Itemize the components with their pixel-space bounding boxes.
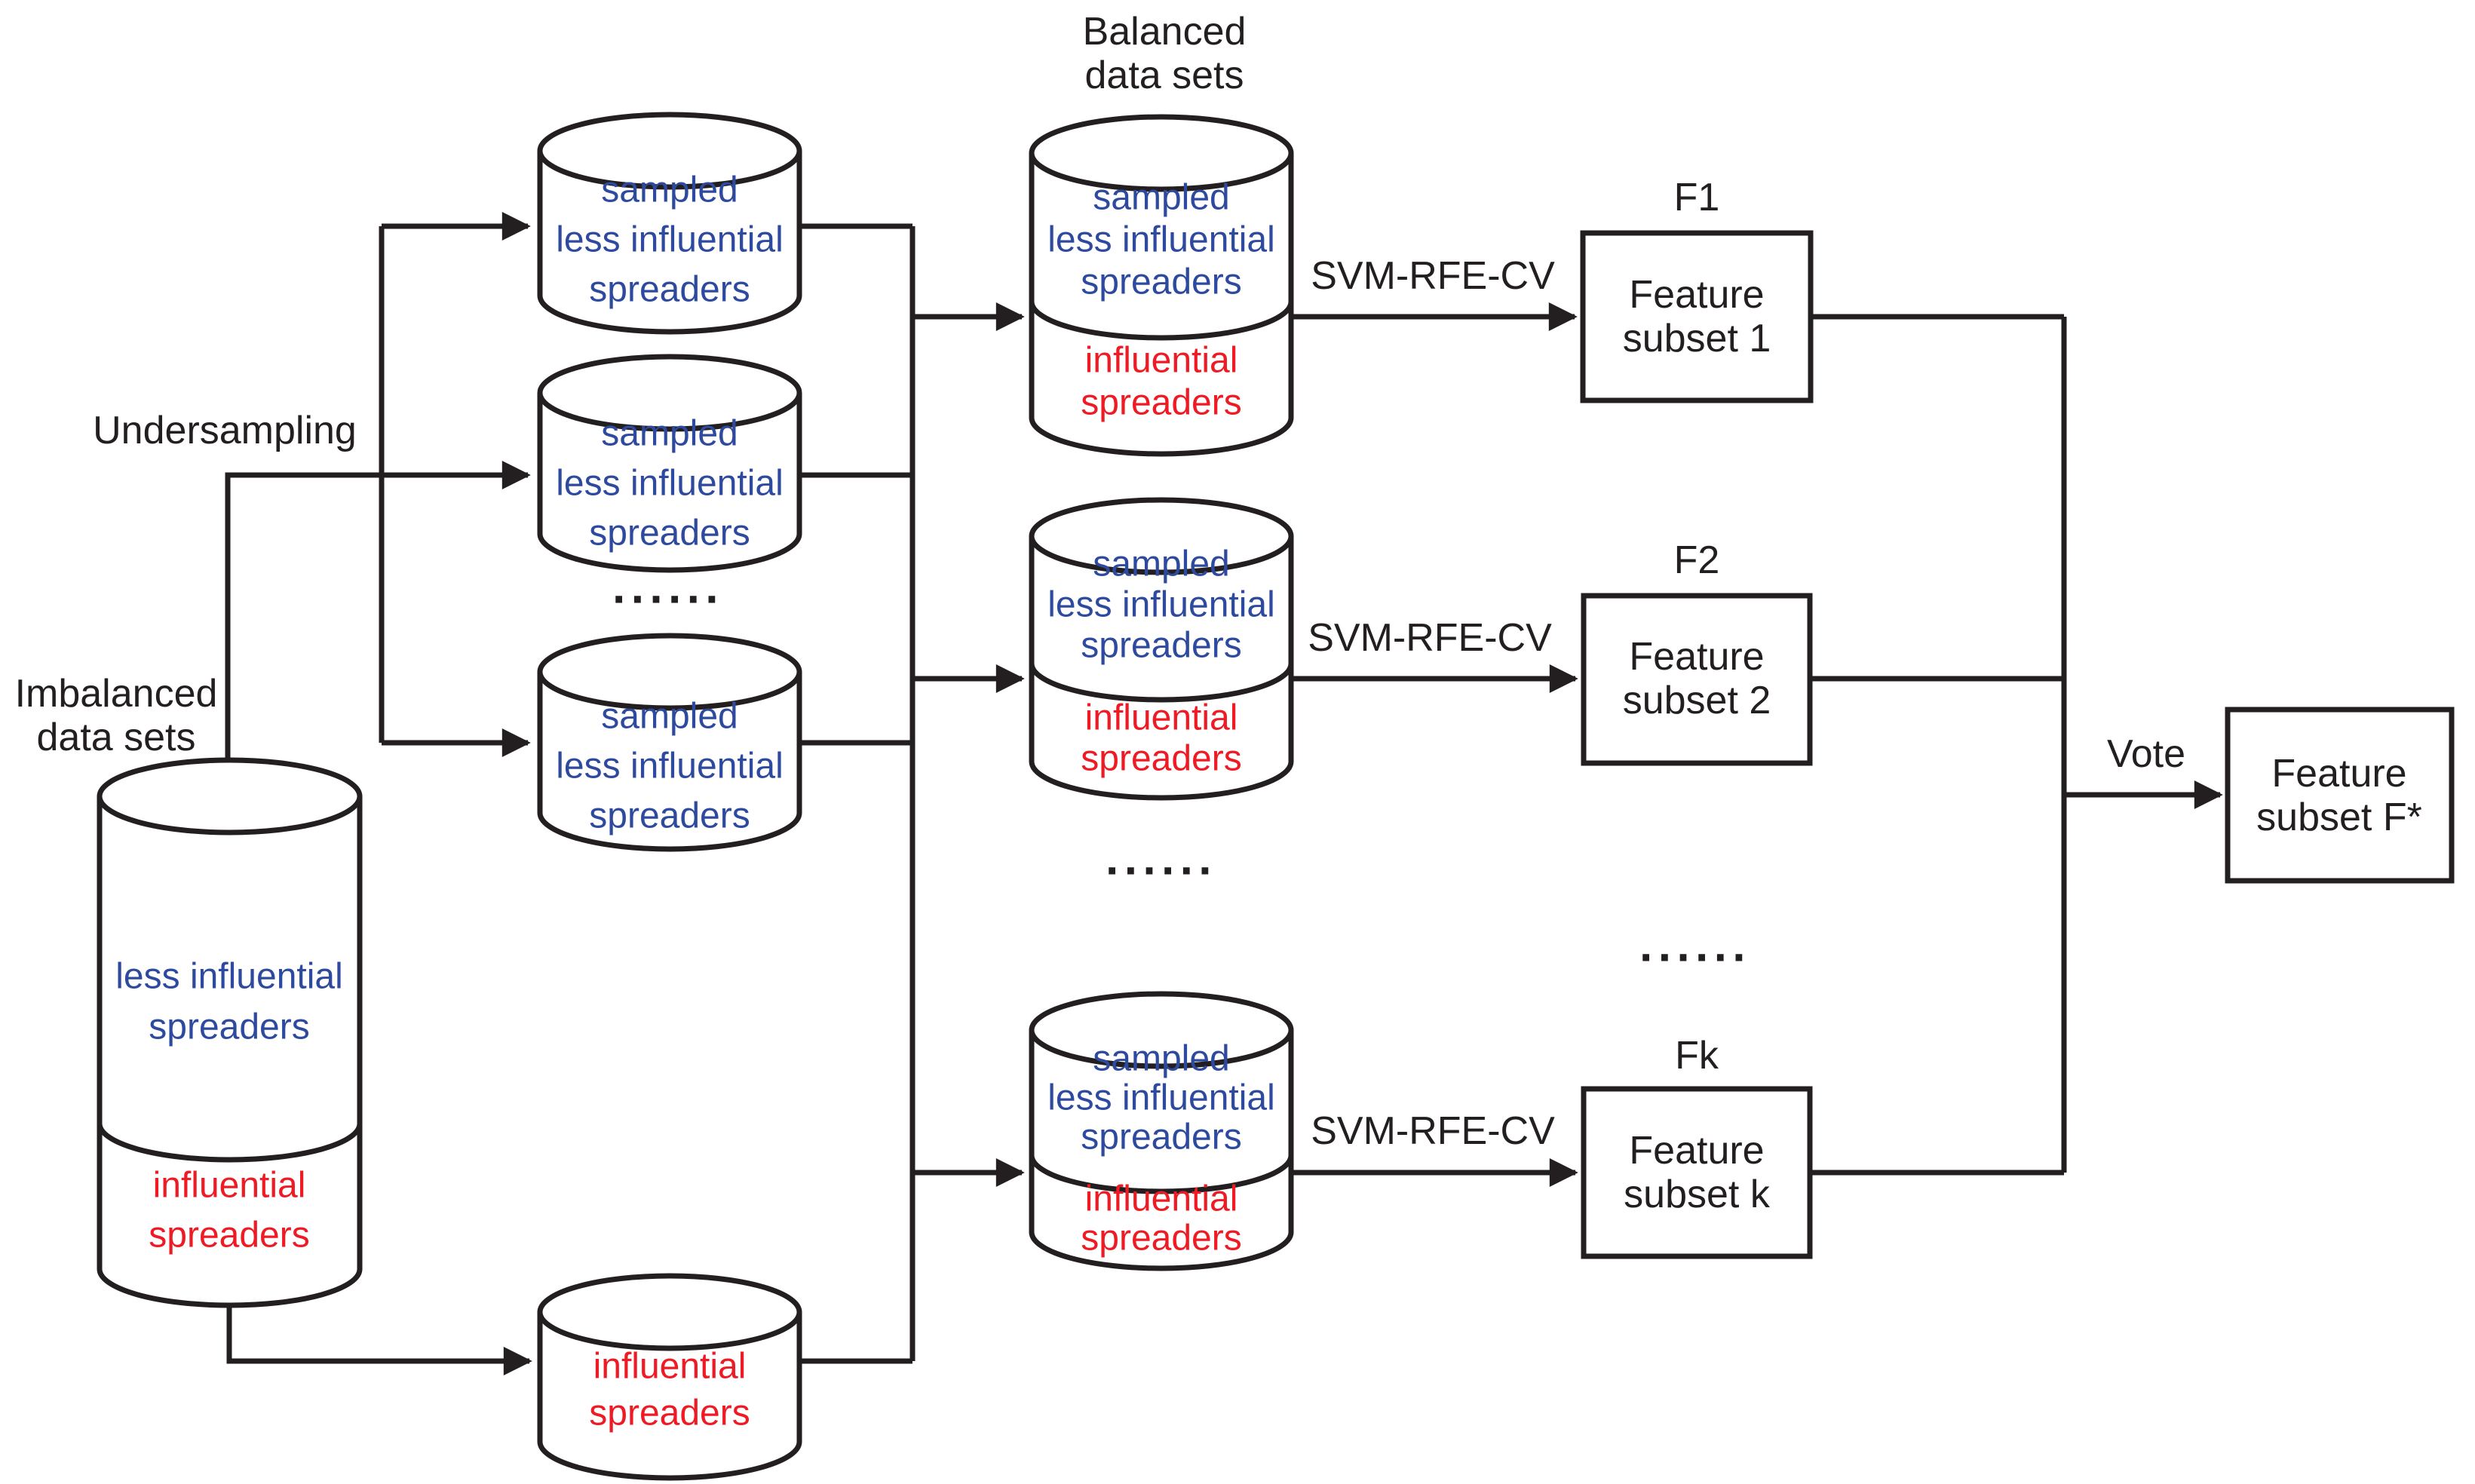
influential-line-2: spreaders bbox=[589, 1394, 750, 1433]
feature-subset-k-line-2: subset k bbox=[1624, 1173, 1771, 1216]
sampled-cylinder-3: sampled less influential spreaders bbox=[537, 633, 802, 852]
balanced-1-blue-line-1: sampled bbox=[1093, 178, 1229, 218]
ellipsis-feature-column: ······ bbox=[1639, 932, 1751, 984]
vote-label: Vote bbox=[2107, 732, 2185, 776]
svm-rfe-cv-label-3: SVM-RFE-CV bbox=[1311, 1109, 1555, 1153]
balanced-2-red-line-1: influential bbox=[1085, 698, 1238, 738]
feature-subset-k-tag: Fk bbox=[1675, 1034, 1719, 1078]
balanced-1-red-line-2: spreaders bbox=[1081, 383, 1241, 423]
sampled-3-line-3: spreaders bbox=[589, 796, 750, 836]
balanced-datasets-label-line-2: data sets bbox=[1084, 54, 1244, 97]
sampled-2-line-3: spreaders bbox=[589, 514, 750, 553]
connector-wires bbox=[225, 212, 2223, 1375]
balanced-cylinder-3: sampled less influential spreaders influ… bbox=[1029, 991, 1294, 1271]
balanced-cylinder-2: sampled less influential spreaders influ… bbox=[1029, 497, 1294, 801]
balanced-2-red-line-2: spreaders bbox=[1081, 739, 1241, 779]
balanced-3-divider-arc bbox=[1029, 1154, 1294, 1194]
imbalanced-datasets-label-line-2: data sets bbox=[36, 716, 195, 759]
balanced-3-blue-line-3: spreaders bbox=[1081, 1118, 1241, 1157]
sampled-3-line-2: less influential bbox=[556, 747, 784, 786]
undersampling-trunk-line bbox=[225, 461, 531, 760]
balanced-datasets-label-line-1: Balanced bbox=[1083, 10, 1247, 54]
imbalanced-red-line-1: influential bbox=[153, 1166, 306, 1206]
balanced-3-red-line-2: spreaders bbox=[1081, 1219, 1241, 1259]
feature-subset-final-box: Feature subset F* bbox=[2225, 707, 2455, 884]
balanced-2-blue-line-1: sampled bbox=[1093, 544, 1229, 584]
feature-subset-2-line-1: Feature bbox=[1629, 635, 1764, 679]
balanced-cylinder-1: sampled less influential spreaders influ… bbox=[1029, 114, 1294, 457]
svm-rfe-cv-label-1: SVM-RFE-CV bbox=[1311, 254, 1555, 298]
balanced-3-blue-line-1: sampled bbox=[1093, 1039, 1229, 1079]
feature-subset-1-tag: F1 bbox=[1674, 176, 1720, 219]
balanced-1-blue-line-2: less influential bbox=[1047, 220, 1275, 260]
balanced-3-red-line-1: influential bbox=[1085, 1179, 1238, 1219]
sampled-cylinder-2: sampled less influential spreaders bbox=[537, 354, 802, 573]
sampled-3-line-1: sampled bbox=[601, 697, 738, 737]
feature-subset-2-box: F2 Feature subset 2 bbox=[1581, 538, 1813, 766]
influential-cylinder: influential spreaders bbox=[537, 1273, 802, 1481]
ellipsis-sampled-column: ······ bbox=[612, 574, 724, 626]
sampled-cylinder-1: sampled less influential spreaders bbox=[537, 112, 802, 335]
feature-subset-1-box: F1 Feature subset 1 bbox=[1580, 176, 1814, 403]
feature-subset-final-line-1: Feature bbox=[2271, 752, 2406, 796]
imbalanced-divider-arc bbox=[97, 1123, 363, 1163]
sampled-1-line-2: less influential bbox=[556, 220, 784, 260]
imbalanced-blue-line-2: spreaders bbox=[149, 1007, 309, 1047]
sampled-2-line-1: sampled bbox=[601, 414, 738, 454]
feature-subset-1-line-1: Feature bbox=[1629, 273, 1764, 317]
balanced-1-divider-arc bbox=[1029, 301, 1294, 341]
svm-rfe-cv-label-2: SVM-RFE-CV bbox=[1308, 616, 1552, 660]
feed-influential-arrow bbox=[226, 1305, 532, 1375]
balanced-1-red-line-1: influential bbox=[1085, 341, 1238, 381]
imbalanced-cylinder: less influential spreaders influential s… bbox=[97, 757, 363, 1308]
feature-subset-k-box: Fk Feature subset k bbox=[1581, 1034, 1813, 1259]
balanced-2-blue-line-2: less influential bbox=[1047, 585, 1275, 625]
feature-subset-2-line-2: subset 2 bbox=[1623, 679, 1771, 722]
diagram-labels: Balanced data sets Undersampling Imbalan… bbox=[15, 10, 2185, 1153]
ellipsis-balanced-column: ······ bbox=[1106, 845, 1217, 897]
balanced-1-blue-line-3: spreaders bbox=[1081, 262, 1241, 302]
feature-subset-2-tag: F2 bbox=[1674, 538, 1720, 582]
sampled-1-line-3: spreaders bbox=[589, 270, 750, 310]
feature-subset-final-line-2: subset F* bbox=[2256, 796, 2422, 839]
imbalanced-red-line-2: spreaders bbox=[149, 1216, 309, 1256]
balanced-3-blue-line-2: less influential bbox=[1047, 1078, 1275, 1118]
feature-subset-k-line-1: Feature bbox=[1629, 1129, 1764, 1173]
balanced-2-divider-arc bbox=[1029, 663, 1294, 703]
influential-line-1: influential bbox=[593, 1347, 747, 1387]
undersampling-label: Undersampling bbox=[93, 409, 357, 452]
imbalanced-datasets-label-line-1: Imbalanced bbox=[15, 672, 218, 716]
sampled-2-line-2: less influential bbox=[556, 464, 784, 504]
balanced-2-blue-line-3: spreaders bbox=[1081, 626, 1241, 666]
sampled-1-line-1: sampled bbox=[601, 170, 738, 210]
imbalanced-blue-line-1: less influential bbox=[115, 957, 343, 997]
feature-subset-1-line-2: subset 1 bbox=[1623, 317, 1771, 360]
